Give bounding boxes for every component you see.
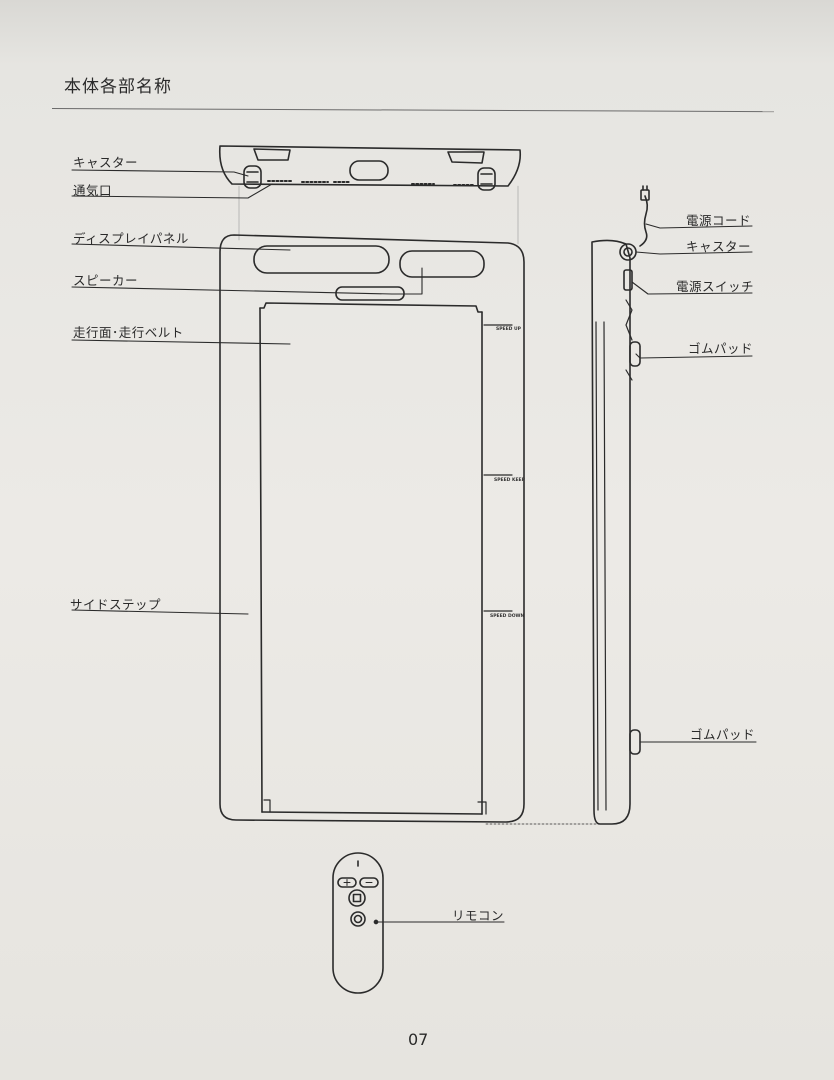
page-title: 本体各部名称 xyxy=(64,77,172,97)
speed-down-mark: SPEED DOWN xyxy=(490,613,525,619)
display-panel xyxy=(253,245,390,274)
leader-lines xyxy=(71,169,757,925)
remote-control-drawing xyxy=(332,852,384,994)
label-speaker: スピーカー xyxy=(73,273,139,288)
display-window xyxy=(399,250,485,278)
label-display-panel: ディスプレイパネル xyxy=(73,231,189,246)
speed-keep-mark: SPEED KEEP xyxy=(494,477,526,483)
label-caster-side: キャスター xyxy=(686,239,752,254)
speed-up-mark: SPEED UP xyxy=(496,326,522,332)
label-power-switch: 電源スイッチ xyxy=(676,279,755,294)
label-remote: リモコン xyxy=(452,908,505,923)
label-running-surface: 走行面･走行ベルト xyxy=(73,325,184,340)
caster-wheel-left xyxy=(243,165,262,189)
side-view xyxy=(591,185,650,825)
rubber-pad-upper-icon xyxy=(629,341,641,367)
label-side-step: サイドステップ xyxy=(70,597,162,612)
power-switch-icon xyxy=(623,269,633,291)
vent-slots xyxy=(267,180,475,186)
label-caster-top: キャスター xyxy=(73,155,139,170)
remote-button-glyphs xyxy=(343,879,373,886)
label-vent: 通気口 xyxy=(73,183,113,198)
underside-view xyxy=(218,145,522,245)
top-view xyxy=(219,234,599,825)
caster-wheel-right xyxy=(477,167,496,191)
power-cord-icon xyxy=(639,195,649,247)
page-number: 07 xyxy=(408,1030,429,1049)
label-rubber-pad-lower: ゴムパッド xyxy=(690,727,756,742)
label-rubber-pad-upper: ゴムパッド xyxy=(688,341,754,356)
label-power-cord: 電源コード xyxy=(686,213,752,228)
rubber-pad-lower-icon xyxy=(629,729,641,755)
